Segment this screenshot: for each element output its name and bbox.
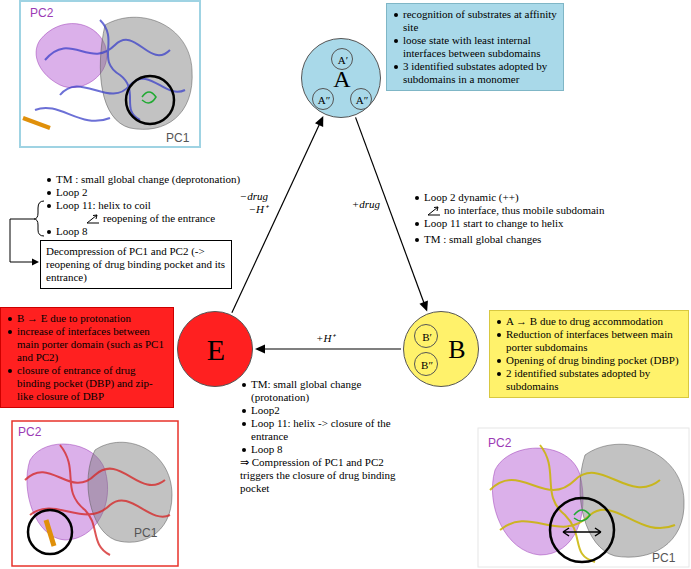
tm-helix [23,118,50,128]
transition-arrow [232,116,323,313]
state-label: B′ [422,332,432,343]
edge-label: −drug −H⁺ [236,190,268,216]
note-box: B → E due to protonationincrease of inte… [0,307,174,408]
brace [34,201,44,236]
pc1-surface [88,442,172,542]
note-text: no interface, thus mobile subdomain [444,204,604,217]
bullet-item: TM: small global change (protonation) [240,378,408,404]
bullet-item: Loop 11 start to change to helix [413,217,683,230]
note-row: no interface, thus mobile subdomain [427,204,683,217]
bullet-item: Loop 2 dynamic (++) [413,191,683,204]
state-label: A″ [356,95,369,106]
arrowhead [255,345,265,354]
bullet-item: closure of entrance of drug binding pock… [6,364,168,403]
bullet-item: Loop 11: helix -> closure of the entranc… [240,417,408,443]
note-box: A → B due to drug accommodationReduction… [489,310,689,398]
loop-highlight [142,92,156,103]
process-box: Decompression of PC1 and PC2 (-> reopeni… [40,240,232,289]
substate-circle: A″ [312,88,334,110]
state-label: A [333,67,350,91]
highlight-circle [550,498,614,562]
panel-frame [12,421,178,566]
domain-label: PC2 [30,6,53,20]
transition-line [263,348,401,349]
domain-label: PC1 [166,131,189,145]
state-label: A′ [338,55,348,66]
arrowhead [419,301,427,312]
protein-ribbon [35,20,185,121]
opening-arrow [563,528,601,536]
bullet-item: Loop 8 [45,225,290,238]
substate-circle: A″ [350,88,372,110]
bullet-item: B → E due to protonation [6,312,168,325]
bullet-item: recognition of substrates at affinity si… [392,8,558,34]
bullet-item: Reduction of interfaces between main por… [495,328,683,354]
bullet-item: Opening of drug binding pocket (DBP) [495,354,683,367]
arrow-symbol-stroke [428,207,440,215]
domain-label: PC2 [18,425,41,439]
highlight-circle [28,510,72,554]
transition-line [232,123,320,312]
leader-arrowhead [32,259,39,266]
note-box: recognition of substrates at affinity si… [386,3,564,91]
bullet-item: Loop 8 [240,443,408,456]
substate-circle: A′ [331,48,353,70]
state-label: E [207,335,225,365]
domain-label: PC2 [488,436,511,450]
protein-ribbon [490,445,675,562]
domain-label: PC1 [652,551,675,565]
arrow-symbol [86,213,100,224]
loop-highlight [574,510,590,521]
bullet-item: loose state with least internal interfac… [392,34,558,60]
transition-arrow [356,117,428,311]
highlight-circle [126,76,174,124]
note-text: reopening of the entrance [103,212,215,225]
arrow-symbol-stroke [87,215,99,223]
box-text: Decompression of PC1 and PC2 (-> reopeni… [46,245,226,284]
protein-ribbon [25,445,170,555]
state-circle: B B′ B″ [403,311,479,387]
domain-label: PC1 [134,526,157,540]
panel-frame [20,1,200,147]
bullet-item: increase of interfaces between main port… [6,325,168,364]
bullet-item: 2 identified substates adopted by subdom… [495,367,683,393]
bullet-item: 3 identified substates adopted by subdom… [392,60,558,86]
substate-circle: B′ [414,324,438,348]
bullet-item: A → B due to drug accommodation [495,315,683,328]
pc1-surface [100,17,192,129]
bullet-item: Loop2 [240,404,408,417]
state-label: B″ [421,360,433,371]
state-label: A″ [318,95,331,106]
panel-frame [478,428,689,567]
note-list: TM: small global change (protonation)Loo… [240,378,408,495]
leader-line [10,219,34,262]
pc2-surface [36,24,107,88]
arrow-symbol [427,205,441,216]
edge-label: +drug [348,198,380,211]
substate-circle: B″ [414,352,438,376]
bullet-item: TM : small global change (deprotonation) [45,173,290,186]
note-list: Loop 2 dynamic (++)no interface, thus mo… [413,191,683,246]
state-label: B [448,337,465,363]
transition-arrow [255,345,401,354]
state-circle: E [177,311,253,387]
arrowhead [315,116,323,127]
state-circle: AA′ A″ A″ [301,38,381,118]
tm-helix [46,520,54,546]
transition-line [356,117,425,304]
note-text: ⇒ Compression of PC1 and PC2 triggers th… [240,456,408,495]
bullet-item: TM : small global changes [413,233,683,246]
edge-label: +H⁺ [316,332,346,345]
